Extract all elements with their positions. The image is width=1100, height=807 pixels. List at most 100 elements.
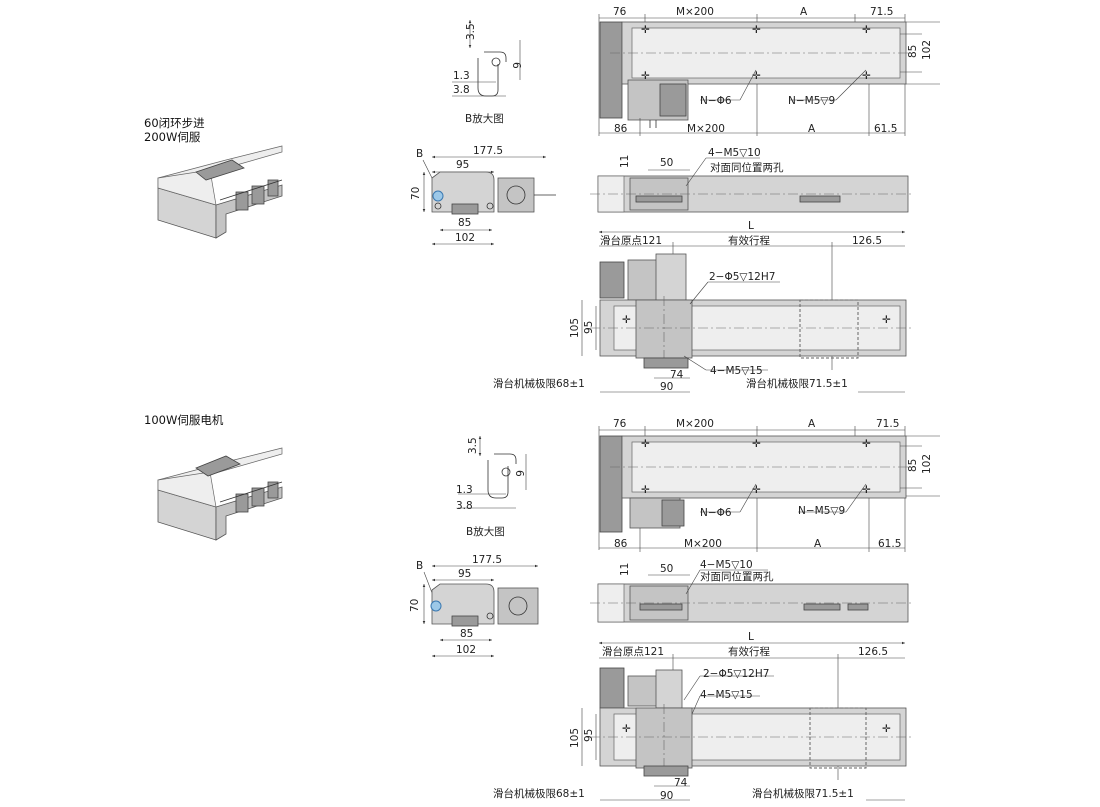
product-isometric-2 [157, 447, 283, 541]
front2-dim-h105: 105 [569, 728, 581, 748]
top-dim-a-bottom: A [808, 123, 816, 135]
front-dim-90: 90 [660, 381, 673, 393]
front2-label-m5-15: 4−M5▽15 [700, 689, 753, 701]
front2-label-limit-left: 滑台机械极限68±1 [493, 787, 585, 800]
front2-label-origin: 滑台原点121 [602, 645, 664, 658]
detail-dim-3-8: 3.8 [453, 84, 470, 96]
top-view-2: 76 M×200 A 71.5 ✛ ✛ ✛ ✛ ✛ ✛ 85 102 N−Φ6 [598, 418, 940, 552]
top-dim-61-5: 61.5 [874, 123, 897, 135]
side2-dim-50: 50 [660, 563, 673, 575]
top-dim-h102: 102 [921, 40, 933, 60]
end2-label-b: B [416, 560, 423, 572]
side2-dim-11: 11 [619, 563, 631, 576]
detail2-dim-3-5: 3.5 [467, 437, 479, 454]
detail2-dim-6: 6 [513, 470, 525, 477]
section-1-subtitle: 200W伺服 [144, 130, 201, 144]
side-label-m5-10: 4−M5▽10 [708, 147, 761, 159]
top2-dim-71-5: 71.5 [876, 418, 899, 430]
front2-label-stroke: 有效行程 [728, 645, 770, 658]
svg-text:✛: ✛ [622, 314, 631, 326]
end-dim-85: 85 [458, 217, 471, 229]
top2-dim-a-bottom: A [814, 538, 822, 550]
front-view-1: L 滑台原点121 有效行程 126.5 ✛ ✛ 2−Φ5▽12H7 105 [493, 220, 912, 393]
end-dim-102: 102 [455, 232, 475, 244]
end-view-1: 177.5 95 B 70 85 102 [410, 145, 556, 246]
detail2-dim-3-8: 3.8 [456, 500, 473, 512]
top2-label-n-phi6: N−Φ6 [700, 507, 732, 519]
front-label-m5-15: 4−M5▽15 [710, 365, 763, 377]
front2-label-limit-right: 滑台机械极限71.5±1 [752, 787, 854, 800]
top2-dim-h85: 85 [907, 459, 919, 472]
svg-text:✛: ✛ [752, 438, 761, 450]
top2-dim-m200-bottom: M×200 [684, 538, 722, 550]
svg-text:✛: ✛ [862, 484, 871, 496]
top2-dim-h102: 102 [921, 454, 933, 474]
detail2-caption: B放大图 [466, 525, 505, 538]
front-label-stroke: 有效行程 [728, 234, 770, 247]
detail-dim-3-5: 3.5 [465, 23, 477, 40]
front-dim-l: L [748, 220, 754, 232]
top2-dim-a: A [808, 418, 816, 430]
top-label-n-phi6: N−Φ6 [700, 95, 732, 107]
top-dim-86: 86 [614, 123, 628, 135]
front-dim-h105: 105 [569, 318, 581, 338]
detail-b-2: 3.5 6 1.3 3.8 B放大图 [456, 436, 527, 538]
side-view-2: 11 50 4−M5▽10 对面同位置两孔 [590, 559, 912, 623]
end2-dim-85: 85 [460, 628, 473, 640]
end2-dim-177-5: 177.5 [472, 554, 502, 566]
front-label-limit-left: 滑台机械极限68±1 [493, 377, 585, 390]
svg-text:✛: ✛ [641, 438, 650, 450]
end-view-2: 177.5 95 B 70 85 102 [409, 554, 539, 658]
front-dim-74: 74 [670, 369, 684, 381]
svg-text:✛: ✛ [752, 484, 761, 496]
section-1-title: 60闭环步进 [144, 116, 205, 130]
svg-text:✛: ✛ [752, 70, 761, 82]
section-2-title: 100W伺服电机 [144, 413, 224, 427]
front2-label-phi5: 2−Φ5▽12H7 [703, 668, 769, 680]
detail-dim-1-3: 1.3 [453, 70, 470, 82]
top-dim-h85: 85 [907, 45, 919, 58]
svg-text:✛: ✛ [641, 24, 650, 36]
side-view-1: 11 50 4−M5▽10 对面同位置两孔 [590, 147, 912, 213]
front-label-phi5: 2−Φ5▽12H7 [709, 271, 775, 283]
top2-dim-61-5: 61.5 [878, 538, 901, 550]
top-dim-m200: M×200 [676, 6, 714, 18]
front2-dim-l: L [748, 631, 754, 643]
svg-text:✛: ✛ [862, 438, 871, 450]
side2-label-note: 对面同位置两孔 [700, 570, 774, 583]
front-dim-h95: 95 [583, 321, 595, 334]
detail-dim-6: 6 [510, 62, 522, 69]
end-label-b: B [416, 148, 423, 160]
detail2-dim-1-3: 1.3 [456, 484, 473, 496]
side2-label-m5-10: 4−M5▽10 [700, 559, 753, 571]
end-dim-95: 95 [456, 159, 469, 171]
top-dim-71-5: 71.5 [870, 6, 893, 18]
end2-dim-70: 70 [409, 599, 421, 612]
front2-dim-126-5: 126.5 [858, 646, 888, 658]
svg-text:✛: ✛ [882, 723, 891, 735]
top2-dim-86: 86 [614, 538, 628, 550]
svg-text:✛: ✛ [622, 723, 631, 735]
front-dim-126-5: 126.5 [852, 235, 882, 247]
front2-dim-74: 74 [674, 777, 688, 789]
top-view-1: 76 M×200 A 71.5 ✛ ✛ ✛ ✛ ✛ ✛ 85 102 [598, 6, 940, 136]
svg-text:✛: ✛ [862, 70, 871, 82]
top2-dim-76: 76 [613, 418, 627, 430]
svg-text:✛: ✛ [641, 70, 650, 82]
top2-dim-m200: M×200 [676, 418, 714, 430]
product-isometric-1 [157, 145, 283, 239]
top-label-n-m5: N−M5▽9 [788, 95, 835, 107]
section-1: 60闭环步进 200W伺服 3.5 6 1.3 3. [144, 6, 940, 393]
front2-dim-90: 90 [660, 790, 673, 802]
side-dim-11: 11 [619, 155, 631, 168]
svg-text:✛: ✛ [752, 24, 761, 36]
end2-dim-102: 102 [456, 644, 476, 656]
detail-caption: B放大图 [465, 112, 504, 125]
section-2: 100W伺服电机 3.5 6 1.3 3.8 B放大图 [144, 413, 940, 802]
front2-dim-h95: 95 [583, 729, 595, 742]
front-view-2: L 滑台原点121 有效行程 126.5 ✛ ✛ 2−Φ5▽12H7 4−M5 [493, 631, 912, 802]
front-label-limit-right: 滑台机械极限71.5±1 [746, 377, 848, 390]
front-label-origin: 滑台原点121 [600, 234, 662, 247]
side-dim-50: 50 [660, 157, 673, 169]
